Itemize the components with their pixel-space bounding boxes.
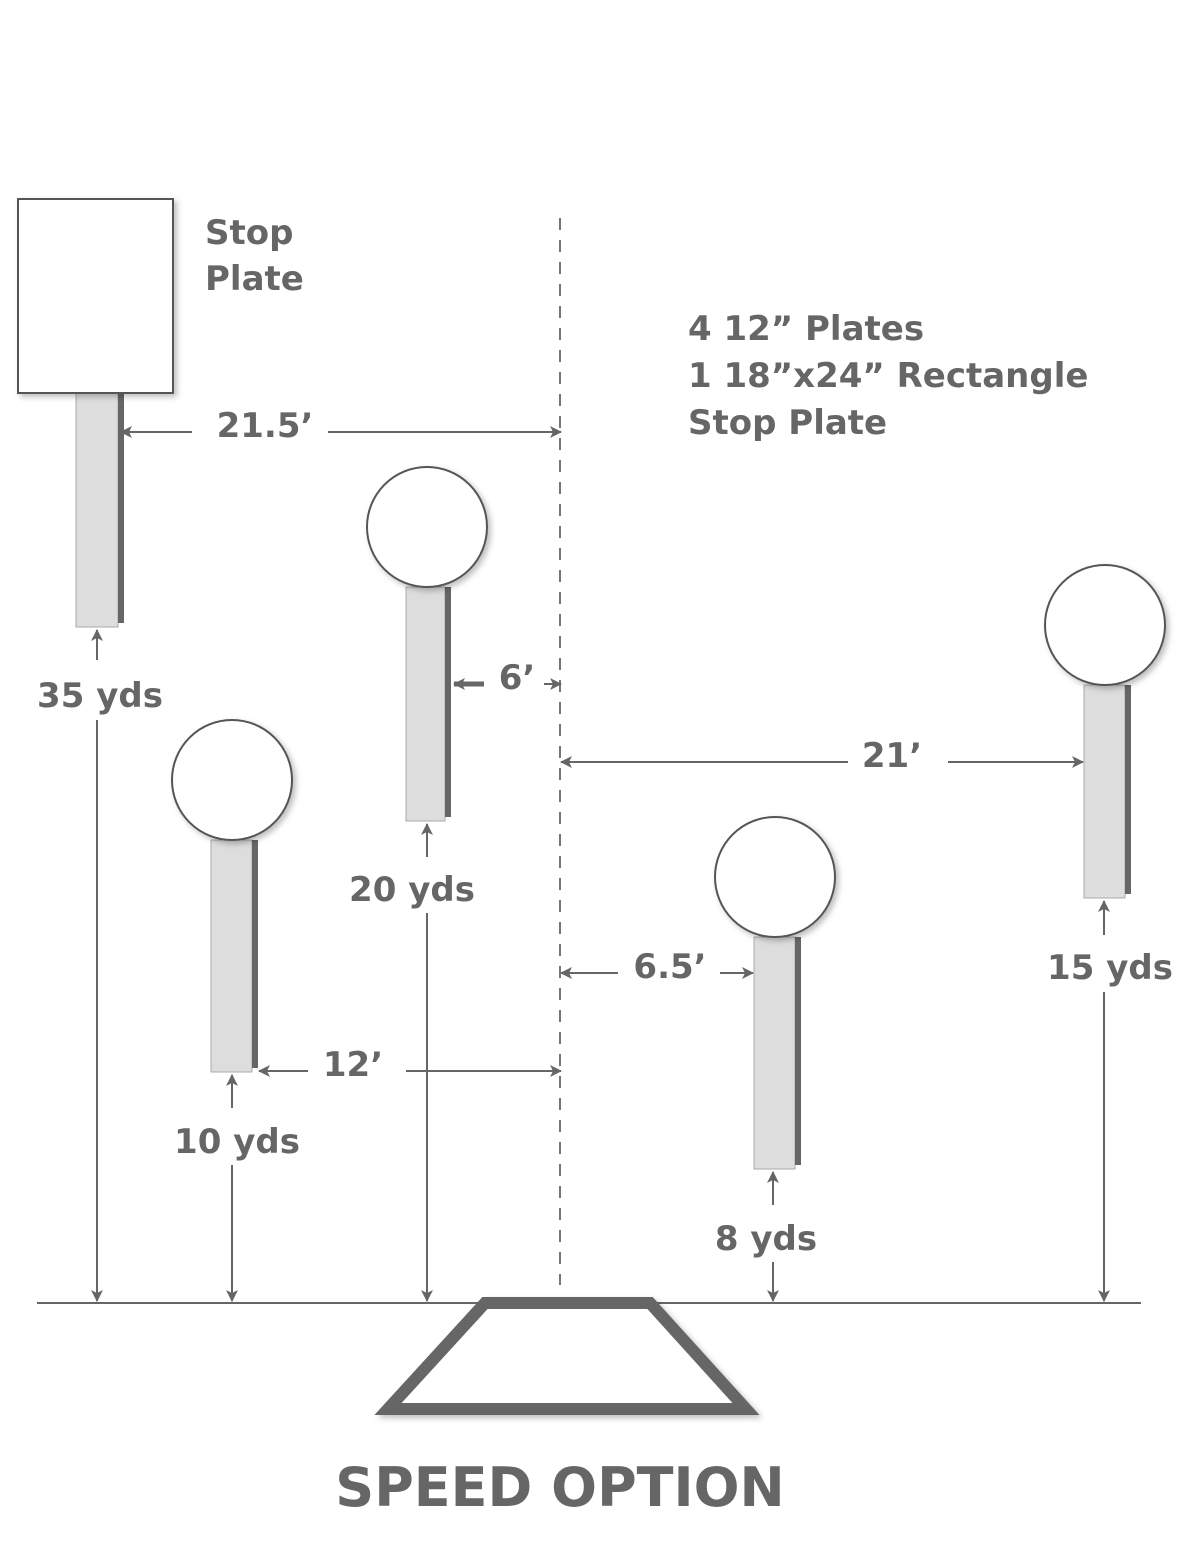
svg-text:20 yds: 20 yds xyxy=(349,870,475,910)
shooting-box xyxy=(374,1297,760,1415)
distance-20yds: 20 yds xyxy=(349,823,475,1302)
steel-plate-target-10yds xyxy=(171,719,293,1073)
info-line-1: 4 12” Plates xyxy=(688,309,924,349)
offset-6-5ft: 6.5’ xyxy=(560,947,754,987)
offset-6ft: 6’ xyxy=(453,658,562,698)
svg-text:10 yds: 10 yds xyxy=(174,1122,300,1162)
offset-21ft: 21’ xyxy=(560,736,1084,776)
distance-10yds: 10 yds xyxy=(174,1074,300,1302)
distance-15yds: 15 yds xyxy=(1047,900,1173,1302)
svg-text:35 yds: 35 yds xyxy=(37,676,163,716)
distance-35yds: 35 yds xyxy=(37,629,163,1302)
svg-text:6’: 6’ xyxy=(499,658,536,698)
stop-plate-label-line1: Stop xyxy=(205,213,293,253)
stop-plate-label-line2: Plate xyxy=(205,259,304,299)
info-line-2: 1 18”x24” Rectangle xyxy=(688,356,1088,396)
svg-text:8 yds: 8 yds xyxy=(715,1219,817,1259)
offset-12ft: 12’ xyxy=(258,1045,562,1085)
steel-plate-target-8yds xyxy=(714,816,836,1170)
distance-8yds: 8 yds xyxy=(715,1171,817,1302)
steel-plate-target-20yds xyxy=(366,466,488,822)
svg-text:21’: 21’ xyxy=(862,736,922,776)
steel-plate-target-15yds xyxy=(1044,564,1166,899)
svg-text:21.5’: 21.5’ xyxy=(217,406,314,446)
svg-text:12’: 12’ xyxy=(323,1045,383,1085)
stop-plate-target xyxy=(17,198,174,628)
offset-21-5ft: 21.5’ xyxy=(120,406,562,446)
svg-text:6.5’: 6.5’ xyxy=(633,947,706,987)
svg-text:15 yds: 15 yds xyxy=(1047,948,1173,988)
stage-title: SPEED OPTION xyxy=(335,1456,784,1519)
info-line-3: Stop Plate xyxy=(688,403,887,443)
